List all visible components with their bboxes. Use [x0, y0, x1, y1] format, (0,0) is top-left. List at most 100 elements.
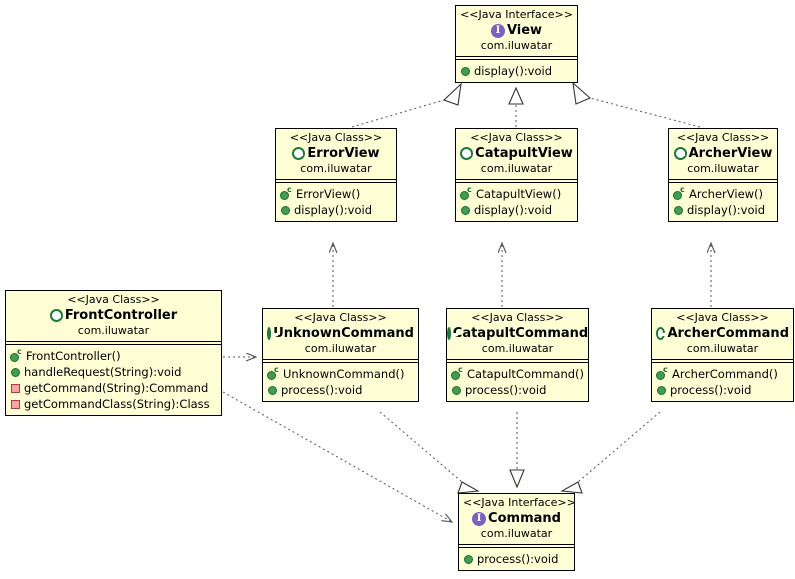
member-row[interactable]: c ErrorView(): [280, 185, 393, 202]
public-member-icon: [674, 205, 683, 215]
class-header: <<Java Class>> ErrorView com.iluwatar: [276, 129, 396, 179]
package-label: com.iluwatar: [77, 324, 150, 337]
member-row[interactable]: c ArcherView(): [673, 185, 774, 202]
stereotype-label: <<Java Class>>: [676, 131, 770, 144]
member-row[interactable]: c CatapultView(): [460, 185, 574, 202]
class-name-text: CatapultCommand: [452, 326, 589, 341]
public-member-icon: [464, 554, 473, 564]
member-row[interactable]: display():void: [673, 202, 774, 218]
member-label: display():void: [474, 64, 553, 78]
class-box-unknowncommand[interactable]: <<Java Class>> UnknownCommand com.iluwat…: [262, 308, 419, 402]
interface-icon: [472, 511, 487, 526]
class-name-text: View: [506, 23, 543, 38]
package-label: com.iluwatar: [304, 342, 377, 355]
class-box-archerview[interactable]: <<Java Class>> ArcherView com.iluwatar c…: [668, 128, 778, 222]
members-compartment: display():void: [456, 60, 577, 82]
class-name-text: CatapultView: [475, 146, 573, 161]
member-row[interactable]: display():void: [460, 202, 574, 218]
member-label: UnknownCommand(): [283, 367, 405, 381]
class-box-command[interactable]: <<Java Interface>> Command com.iluwatar …: [458, 493, 576, 571]
constructor-icon: c: [10, 347, 23, 362]
members-compartment: c FrontController() handleRequest(String…: [6, 345, 221, 415]
member-row[interactable]: c CatapultCommand(): [451, 365, 585, 382]
package-label: com.iluwatar: [481, 342, 554, 355]
public-member-icon: [452, 385, 461, 395]
member-row[interactable]: c UnknownCommand(): [267, 365, 415, 382]
constructor-icon: c: [267, 365, 280, 380]
package-label: com.iluwatar: [300, 162, 372, 175]
edge-archerview-to-view: [572, 81, 701, 128]
member-row[interactable]: process():void: [267, 382, 415, 398]
members-compartment: c ArcherCommand() process():void: [652, 363, 793, 401]
public-member-icon: [281, 205, 290, 215]
stereotype-label: <<Java Class>>: [470, 131, 563, 144]
compartment-divider: [276, 179, 396, 183]
class-box-catapultview[interactable]: <<Java Class>> CatapultView com.iluwatar…: [455, 128, 578, 222]
edge-archercommand-to-command: [560, 411, 661, 494]
edge-errorview-to-view: [351, 82, 462, 128]
class-header: <<Java Class>> FrontController com.iluwa…: [6, 291, 221, 341]
edge-catapultview-to-view: [508, 86, 524, 127]
constructor-icon: c: [280, 185, 293, 200]
constructor-icon: c: [673, 185, 686, 200]
stereotype-label: <<Java Class>>: [294, 311, 387, 324]
package-label: com.iluwatar: [480, 39, 553, 52]
compartment-divider: [669, 179, 777, 183]
stereotype-label: <<Java Interface>>: [463, 496, 576, 509]
class-icon: [656, 327, 668, 340]
member-label: process():void: [465, 383, 547, 397]
class-icon: [267, 327, 279, 340]
compartment-divider: [652, 359, 793, 363]
class-box-frontcontroller[interactable]: <<Java Class>> FrontController com.iluwa…: [5, 290, 222, 416]
member-label: ErrorView(): [296, 187, 361, 201]
edge-catapultcommand-to-command: [509, 412, 525, 489]
class-name-text: FrontController: [64, 308, 178, 323]
class-header: <<Java Class>> CatapultCommand com.iluwa…: [446, 309, 588, 359]
member-label: getCommandClass(String):Class: [24, 397, 210, 411]
class-icon: [673, 147, 687, 160]
class-box-errorview[interactable]: <<Java Class>> ErrorView com.iluwatar c …: [275, 128, 397, 222]
class-icon: [446, 327, 458, 340]
class-name: Command: [463, 510, 570, 527]
members-compartment: c ErrorView() display():void: [276, 183, 396, 221]
member-row[interactable]: getCommand(String):Command: [10, 380, 218, 396]
class-name: CatapultCommand: [446, 325, 588, 342]
public-member-icon: [11, 367, 20, 377]
class-header: <<Java Class>> UnknownCommand com.iluwat…: [263, 309, 418, 359]
compartment-divider: [447, 359, 588, 363]
member-label: handleRequest(String):void: [24, 365, 182, 379]
member-row[interactable]: handleRequest(String):void: [10, 364, 218, 380]
member-label: CatapultCommand(): [467, 367, 585, 381]
member-row[interactable]: c ArcherCommand(): [656, 365, 790, 382]
members-compartment: c CatapultView() display():void: [456, 183, 577, 221]
class-header: <<Java Class>> ArcherView com.iluwatar: [669, 129, 777, 179]
member-label: display():void: [474, 203, 553, 217]
class-name-text: ArcherCommand: [667, 326, 789, 341]
package-label: com.iluwatar: [480, 527, 553, 540]
class-header: <<Java Interface>> View com.iluwatar: [456, 6, 577, 56]
class-name: ArcherView: [673, 145, 773, 162]
member-row[interactable]: process():void: [463, 551, 571, 567]
member-row[interactable]: display():void: [280, 202, 393, 218]
class-box-archercommand[interactable]: <<Java Class>> ArcherCommand com.iluwata…: [651, 308, 794, 402]
class-icon: [49, 309, 63, 322]
package-label: com.iluwatar: [480, 162, 553, 175]
compartment-divider: [459, 544, 574, 548]
member-row[interactable]: c FrontController(): [10, 347, 218, 364]
stereotype-label: <<Java Class>>: [67, 293, 160, 306]
member-row[interactable]: display():void: [460, 63, 574, 79]
public-member-icon: [461, 66, 470, 76]
constructor-icon: c: [460, 185, 473, 200]
member-row[interactable]: getCommandClass(String):Class: [10, 396, 218, 412]
class-name-text: UnknownCommand: [273, 326, 414, 341]
compartment-divider: [6, 341, 221, 345]
member-label: process():void: [281, 383, 363, 397]
interface-icon: [490, 23, 505, 38]
member-label: getCommand(String):Command: [24, 381, 209, 395]
member-row[interactable]: process():void: [656, 382, 790, 398]
class-box-catapultcommand[interactable]: <<Java Class>> CatapultCommand com.iluwa…: [446, 308, 589, 402]
class-box-view[interactable]: <<Java Interface>> View com.iluwatar dis…: [455, 5, 578, 83]
members-compartment: c ArcherView() display():void: [669, 183, 777, 221]
member-row[interactable]: process():void: [451, 382, 585, 398]
